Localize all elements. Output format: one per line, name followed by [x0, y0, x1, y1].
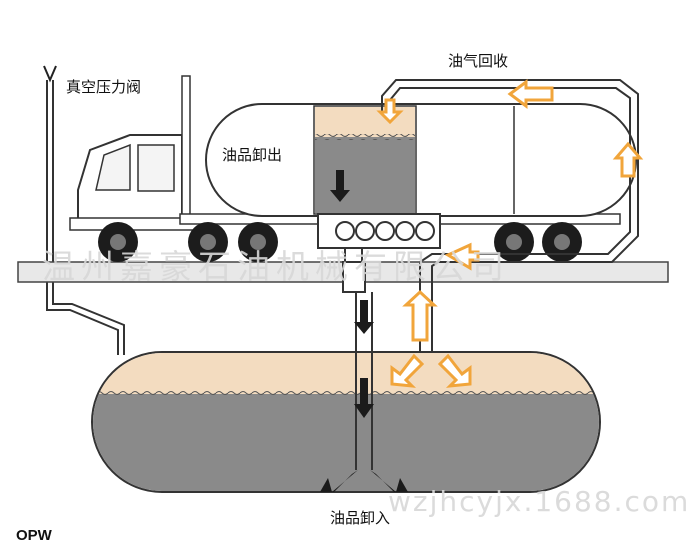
arrow-diagonal-icon	[390, 353, 425, 388]
arrow-down-icon	[354, 378, 374, 418]
truck-cab	[69, 75, 201, 231]
wheel	[238, 222, 278, 262]
arrow-up-icon	[402, 289, 438, 342]
wheel	[188, 222, 228, 262]
arrow-down-icon	[330, 170, 350, 202]
vacuum-vent-pipe	[43, 65, 125, 355]
vapor-arrows	[376, 79, 644, 388]
tank-liquid	[93, 394, 599, 491]
watermark-site: wzjhcyjx.1688.com	[388, 485, 690, 518]
arrow-left-icon	[507, 79, 554, 109]
label-vacuum-valve: 真空压力阀	[66, 78, 142, 96]
wheel	[542, 222, 582, 262]
drop-tube	[342, 248, 373, 470]
arrow-diagonal-icon	[437, 353, 472, 388]
cab-window	[95, 143, 131, 191]
unload-manifold	[317, 213, 441, 249]
wheel	[494, 222, 534, 262]
watermark-company: 温州嘉豪石油机械有限公司	[42, 247, 510, 286]
underground-tank	[91, 351, 601, 493]
arrow-down-left-icon	[320, 470, 358, 492]
label-vapor-recovery: 油气回收	[448, 52, 509, 70]
arrow-right-icon	[444, 242, 480, 271]
diagram-canvas: 温州嘉豪石油机械有限公司 wzjhcyjx.1688.com 真空压力阀 油气回…	[16, 52, 689, 544]
tank-vapor-space	[93, 353, 599, 394]
arrow-down-icon	[354, 300, 374, 334]
wheel	[98, 222, 138, 262]
vent-cap-icon	[43, 65, 57, 83]
liquid-arrows	[320, 170, 408, 492]
label-oil-unload-out: 油品卸出	[222, 146, 283, 164]
arrow-down-right-icon	[370, 470, 408, 492]
exhaust-stack	[181, 75, 191, 227]
arrow-down-icon	[376, 98, 404, 125]
label-oil-unload-in: 油品卸入	[330, 509, 391, 527]
arrow-up-icon	[612, 141, 644, 178]
fuel-transfer-diagram	[17, 65, 669, 493]
compartment-liquid	[315, 137, 415, 213]
truck-wheels	[98, 222, 582, 262]
brand-logo: OPW	[16, 527, 52, 544]
